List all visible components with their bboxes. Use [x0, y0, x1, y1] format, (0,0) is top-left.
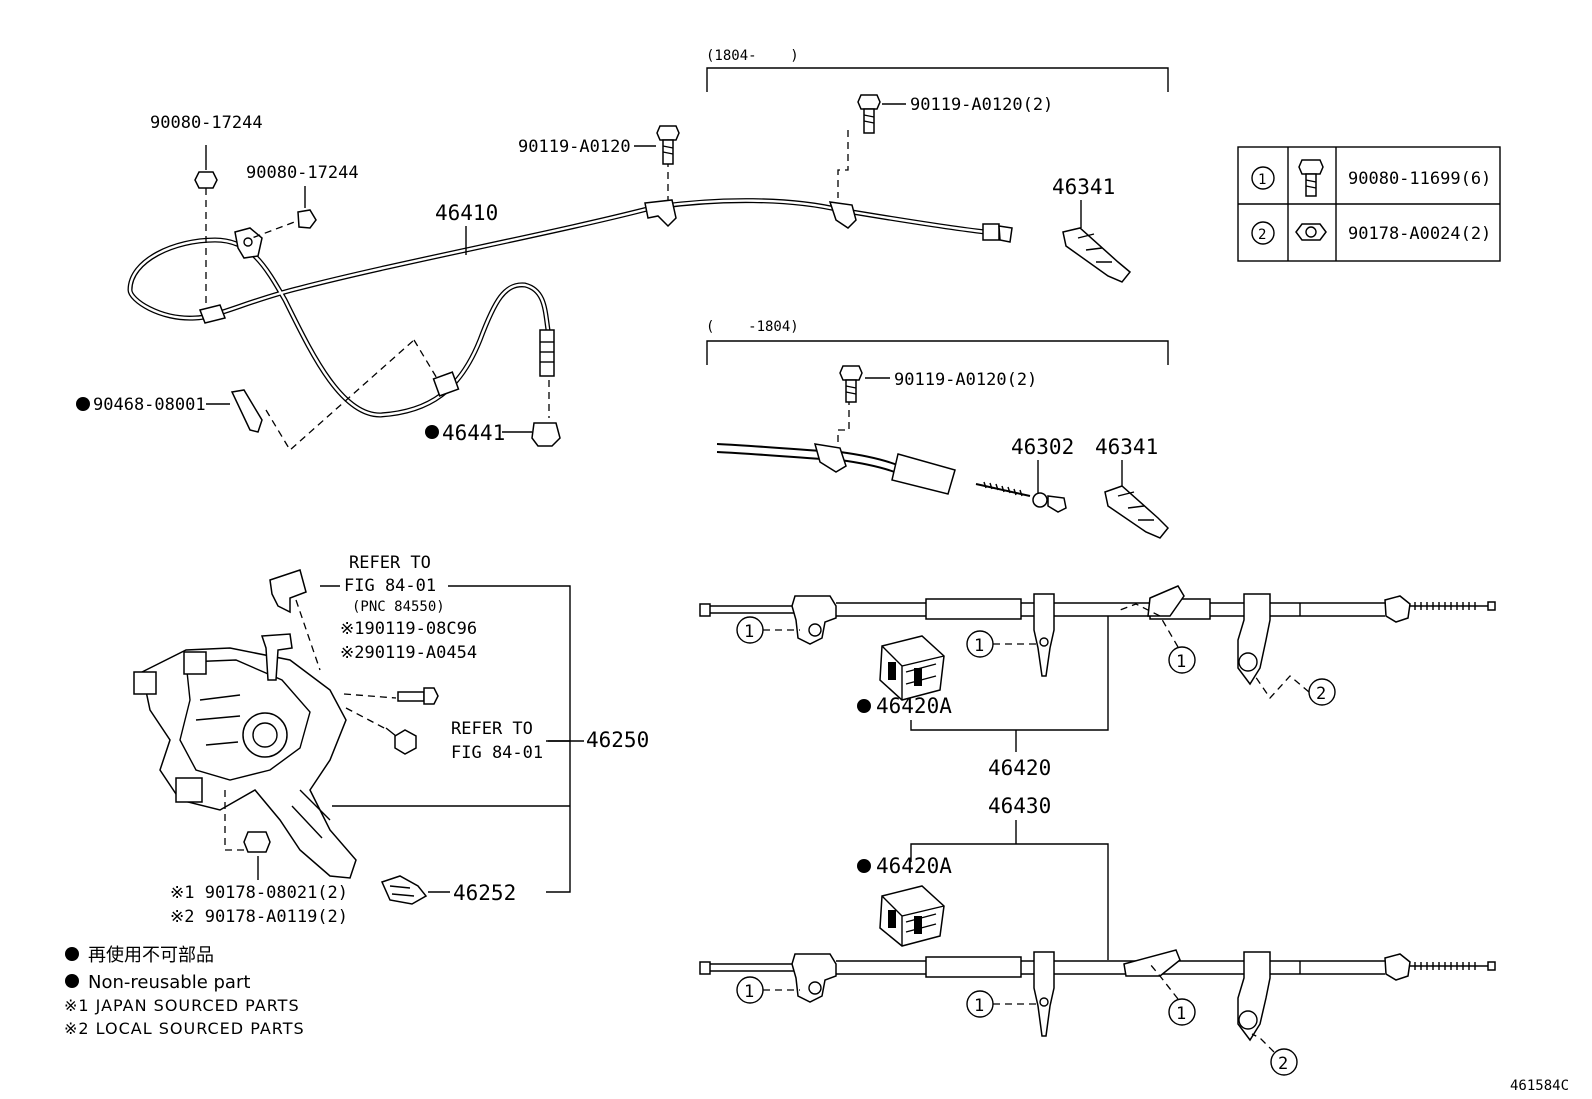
rod-46302: 46302 — [975, 435, 1074, 513]
key-part-1: 90080-11699(6) — [1348, 169, 1491, 189]
part-label-46250: 46250 — [586, 728, 649, 752]
nut-icon — [1295, 223, 1327, 241]
svg-text:2: 2 — [1316, 684, 1326, 704]
range-bracket-top: (1804- ) — [706, 48, 1169, 92]
nonreusable-dot — [65, 974, 79, 988]
part-label-46252: 46252 — [453, 881, 516, 905]
part-label-90119-A0120: 90119-A0120 — [518, 137, 631, 157]
nonreusable-dot — [65, 947, 79, 961]
svg-text:1: 1 — [974, 996, 984, 1016]
svg-text:1: 1 — [744, 622, 754, 642]
callout-circle-1 — [1168, 998, 1196, 1026]
bracket-46341-mid: 46341 — [1095, 435, 1170, 539]
part-label-46341-top: 46341 — [1052, 175, 1115, 199]
note-90119-08C96: ※190119-08C96 — [340, 619, 477, 639]
part-label-90119-A0120-2-mid: 90119-A0120(2) — [894, 370, 1037, 390]
bolt-90119-A0120-2-top: 90119-A0120(2) — [857, 94, 1053, 134]
part-label-46302: 46302 — [1011, 435, 1074, 459]
nut-90080-17244-a: 90080-17244 — [150, 113, 263, 189]
svg-text:1: 1 — [974, 636, 984, 656]
refer-to-label-2: REFER TO — [451, 719, 533, 739]
refer-to-label-1: REFER TO — [349, 553, 431, 573]
part-label-90468-08001: 90468-08001 — [93, 395, 206, 415]
svg-text:1: 1 — [1176, 652, 1186, 672]
pad-46420A-1: 46420A — [857, 635, 952, 718]
legend-en-nonreusable: Non-reusable part — [88, 972, 250, 993]
nonreusable-dot — [76, 397, 90, 411]
legend-jp-nonreusable: 再使用不可部品 — [88, 945, 214, 966]
callout-circle-1 — [1168, 646, 1196, 674]
bolt-90119-A0120: 90119-A0120 — [518, 125, 680, 165]
nut-90080-17244-b: 90080-17244 — [246, 163, 359, 229]
bolt-pedal-upper — [343, 687, 439, 705]
key-circle-2 — [1251, 221, 1275, 245]
legend-japan-sourced: ※1 JAPAN SOURCED PARTS — [64, 996, 300, 1015]
diagram-code: 461584C — [1510, 1078, 1569, 1094]
legend-local-sourced: ※2 LOCAL SOURCED PARTS — [64, 1019, 305, 1038]
cable-assembly-46410 — [127, 130, 1013, 452]
range-label-mid: ( -1804) — [706, 319, 799, 335]
key-circle-1 — [1251, 166, 1275, 190]
nut-pedal-bottom — [224, 790, 271, 880]
cable-assembly-46420: 1 1 1 2 46420A 46420 — [699, 585, 1496, 780]
nonreusable-dot — [857, 859, 871, 873]
part-label-46420A-1: 46420A — [876, 694, 952, 718]
pnc-label: (PNC 84550) — [352, 599, 445, 615]
part-label-46410: 46410 — [435, 201, 498, 225]
svg-text:1: 1 — [1258, 172, 1266, 188]
pedal-assembly-46250: REFER TO FIG 84-01 (PNC 84550) ※190119-0… — [133, 553, 649, 927]
range-label-top: (1804- ) — [706, 48, 799, 64]
grommet-46441: 46441 — [425, 421, 561, 447]
svg-text:1: 1 — [744, 982, 754, 1002]
part-label-46420A-2: 46420A — [876, 854, 952, 878]
fastener-key-table: 1 2 90080-11699(6) 90178-A0024(2) — [1237, 146, 1501, 262]
svg-text:1: 1 — [1176, 1004, 1186, 1024]
svg-text:2: 2 — [1258, 227, 1266, 243]
part-label-46430: 46430 — [988, 794, 1051, 818]
key-part-2: 90178-A0024(2) — [1348, 224, 1491, 244]
pedal-pad-46252 — [380, 875, 450, 905]
part-label-90080-17244-b: 90080-17244 — [246, 163, 359, 183]
note-90178-08021: ※1 90178-08021(2) — [170, 883, 348, 903]
fig-ref-label-2: FIG 84-01 — [451, 743, 543, 763]
note-90119-A0454: ※290119-A0454 — [340, 643, 477, 663]
cable-assembly-mid: 90119-A0120(2) 46302 46341 — [716, 365, 1170, 539]
cable-assembly-46430: 46420A 1 1 — [699, 820, 1496, 1076]
part-label-46341-mid: 46341 — [1095, 435, 1158, 459]
part-label-90080-17244-a: 90080-17244 — [150, 113, 263, 133]
note-90178-A0119: ※2 90178-A0119(2) — [170, 907, 348, 927]
part-label-90119-A0120-2-top: 90119-A0120(2) — [910, 95, 1053, 115]
fig-ref-label-1: FIG 84-01 — [344, 576, 436, 596]
bracket-46341-top: 46341 — [1052, 175, 1132, 283]
range-bracket-mid: ( -1804) — [706, 319, 1169, 365]
callout-circle-2 — [1270, 1048, 1298, 1076]
pad-46420A-2: 46420A — [857, 854, 952, 947]
bolt-icon — [1298, 159, 1324, 197]
legend: 再使用不可部品 Non-reusable part ※1 JAPAN SOURC… — [64, 945, 305, 1038]
pin-90468-08001: 90468-08001 — [76, 389, 263, 433]
nonreusable-dot — [425, 425, 439, 439]
nonreusable-dot — [857, 699, 871, 713]
svg-text:2: 2 — [1278, 1054, 1288, 1074]
part-label-46441: 46441 — [442, 421, 505, 445]
part-label-46420: 46420 — [988, 756, 1051, 780]
bolt-pedal-lower — [345, 707, 417, 755]
